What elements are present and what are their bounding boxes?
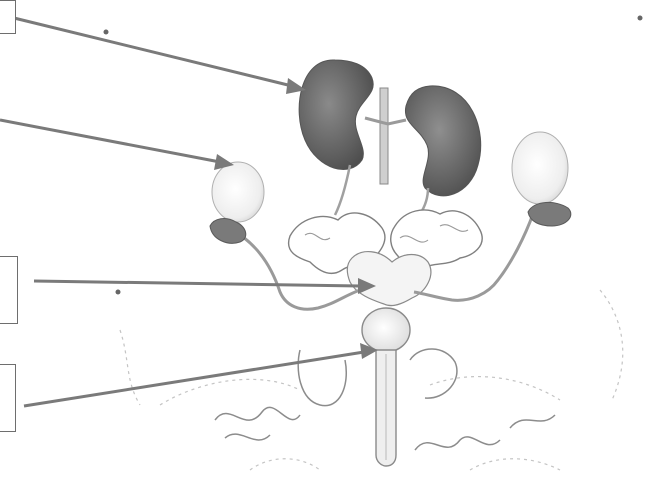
arrow-3-line [34,281,360,286]
bladder [362,308,410,352]
arrow-2-line [0,120,220,162]
label-box-3[interactable] [0,256,18,324]
right-ovary [512,132,568,204]
uterine-body [347,252,431,306]
right-fimbriae [528,202,571,226]
dot-top-left [104,30,109,35]
label-3-text [0,257,17,323]
right-kidney [405,86,480,196]
arrow-4-line [24,352,364,406]
label-box-1[interactable] [0,0,16,34]
left-ovary [212,162,264,222]
label-box-4[interactable] [0,364,16,432]
label-4-text [0,365,15,431]
arrow-1-line [14,18,292,86]
left-ureter [335,165,350,215]
dot-top-right [638,16,643,21]
left-kidney [299,60,373,170]
label-1-text [0,1,15,33]
aorta [380,88,388,184]
dot-mid-left [116,290,121,295]
